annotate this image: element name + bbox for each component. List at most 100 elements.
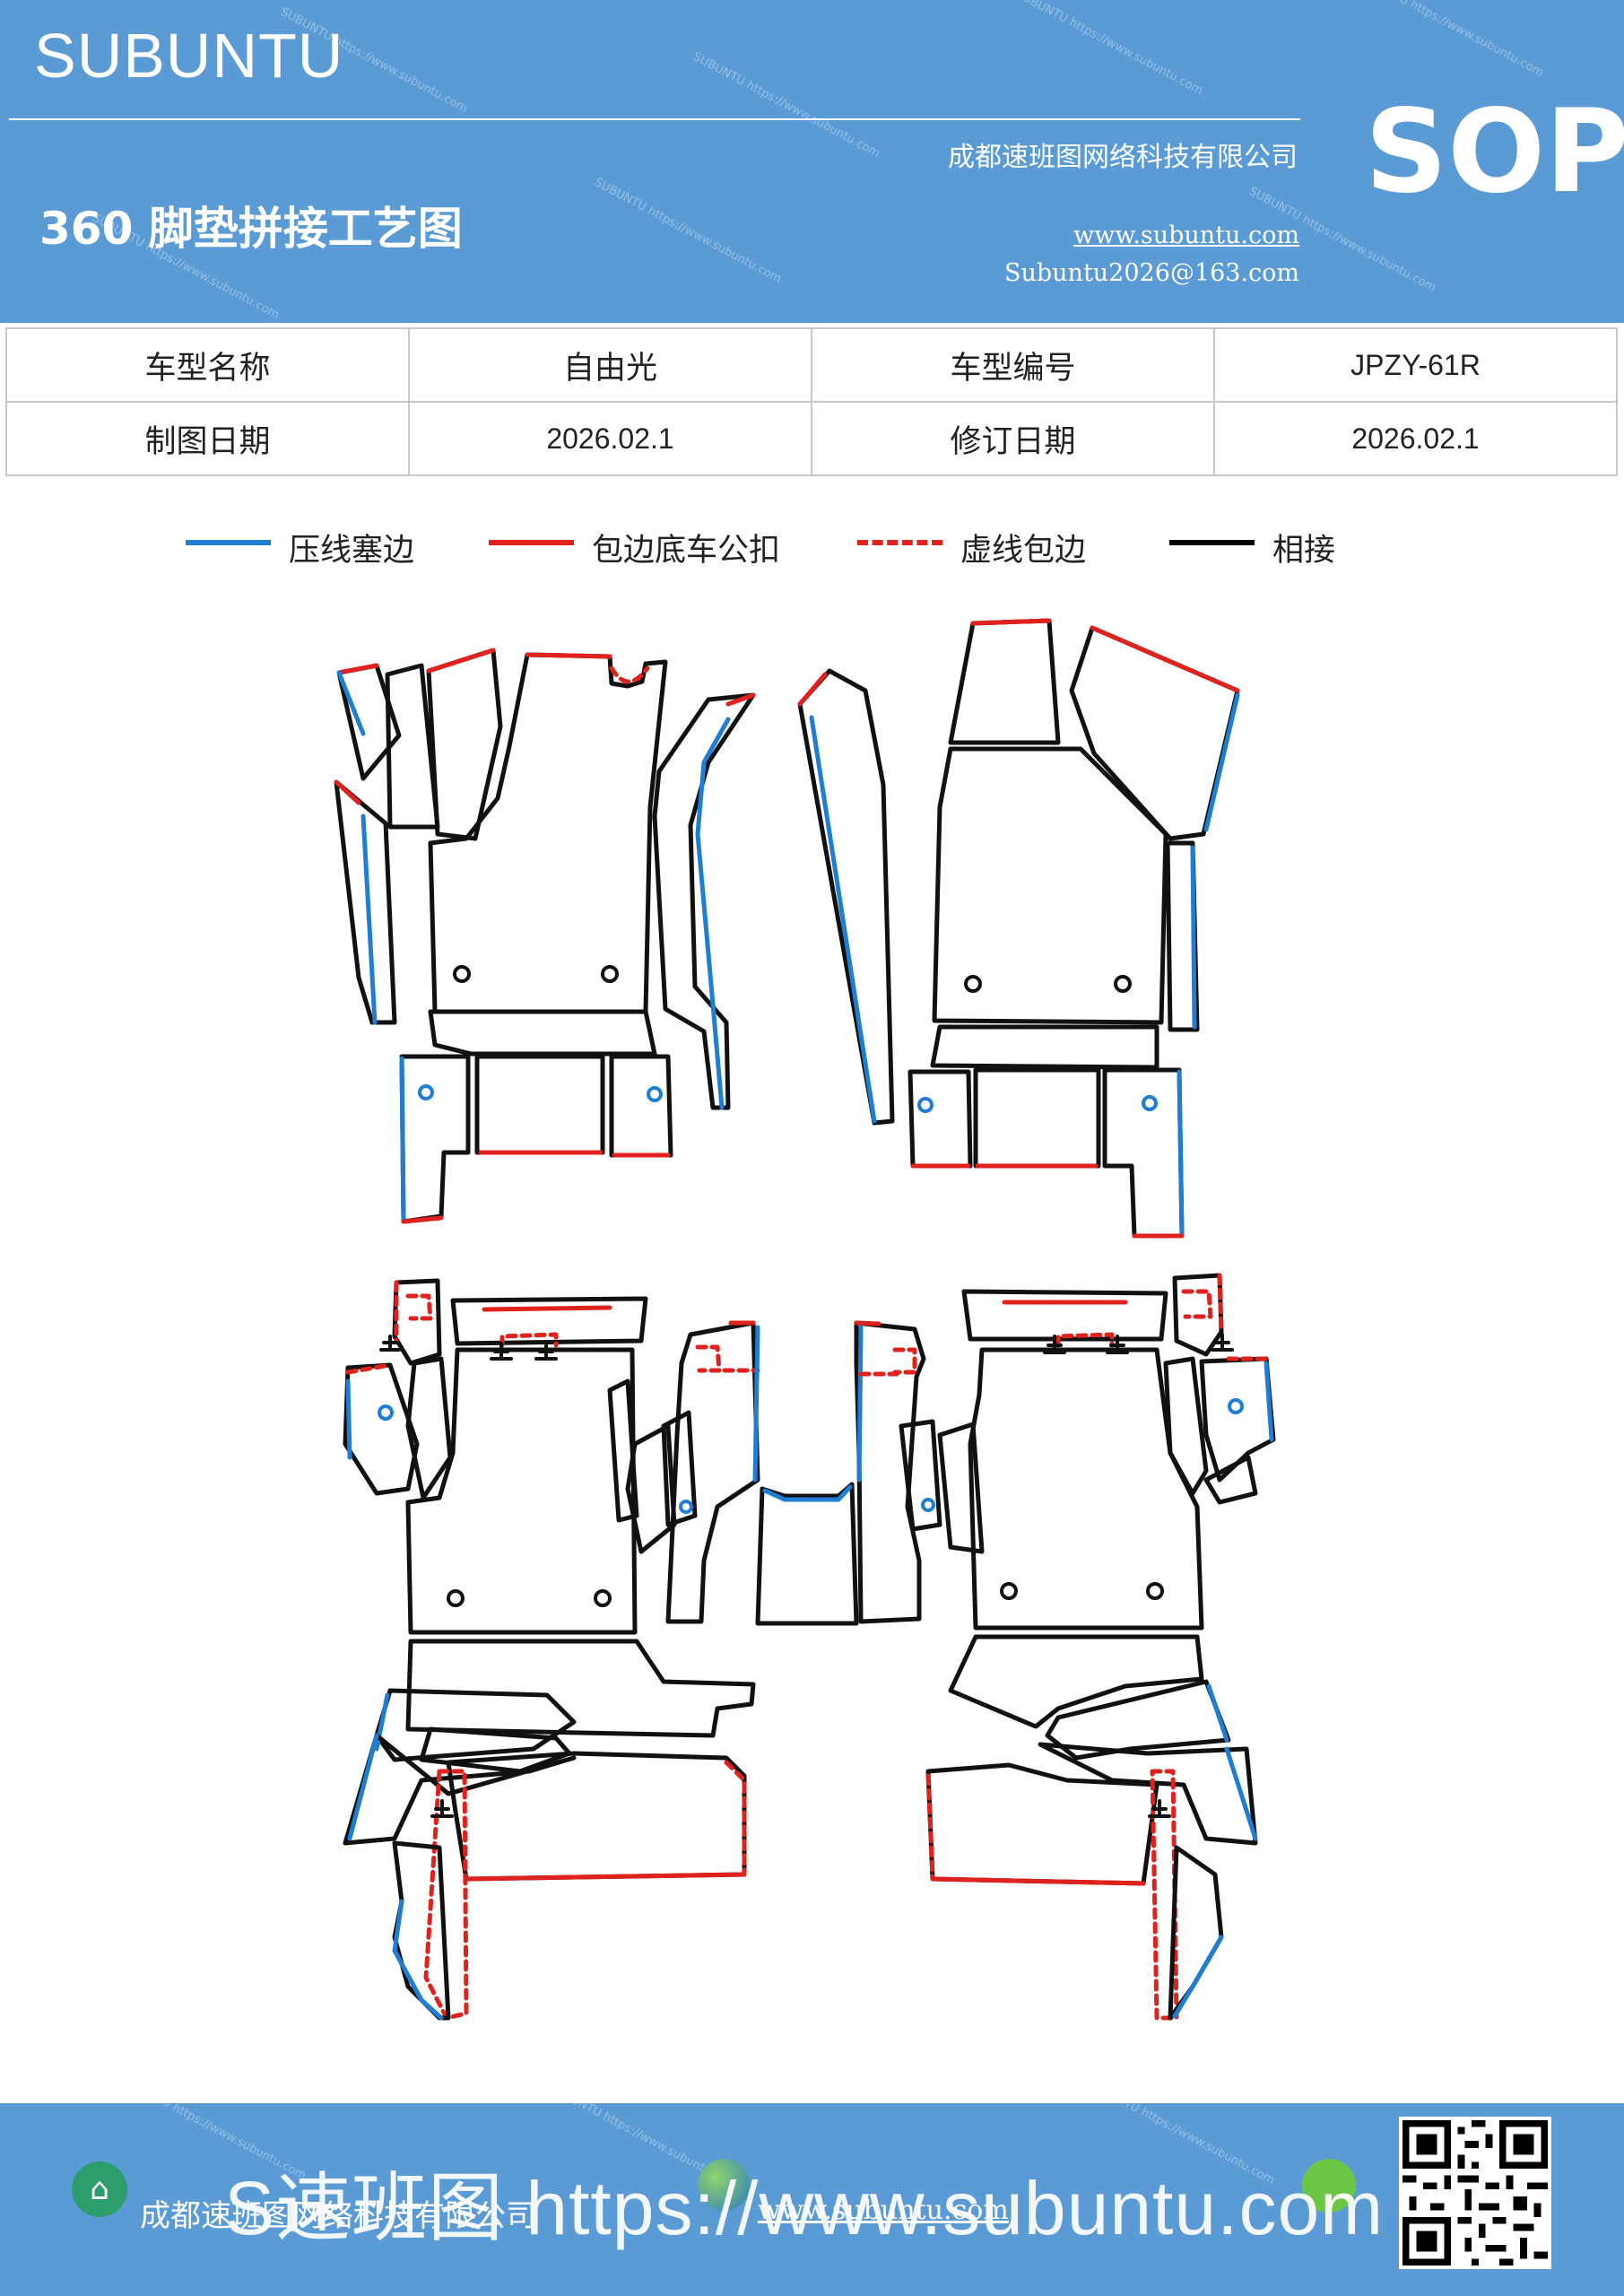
- model-code-value: JPZY-61R: [1213, 327, 1618, 403]
- mat-piece: [973, 1067, 1101, 1169]
- mat-piece: [908, 1069, 973, 1169]
- rear-center-mat-set: [625, 1320, 985, 1626]
- mat-piece: [1038, 1742, 1258, 1846]
- mat-piece: [474, 1054, 605, 1155]
- mat-piece: [755, 1482, 859, 1626]
- legend-label: 包边底车公扣: [592, 533, 781, 569]
- mat-piece: [428, 1009, 657, 1057]
- globe-icon: [698, 2159, 750, 2211]
- mat-piece: [405, 1356, 453, 1500]
- vehicle-info-table: 车型名称 自由光 车型编号 JPZY-61R 制图日期 2026.02.1 修订…: [5, 327, 1618, 476]
- model-code-label: 车型编号: [811, 327, 1215, 403]
- mat-piece: [392, 1840, 451, 2021]
- mat-piece: [925, 1762, 1159, 1886]
- qr-code: [1399, 2117, 1551, 2269]
- mat-piece: [405, 1639, 756, 1738]
- mat-piece: [948, 618, 1061, 745]
- mat-piece: [1102, 1067, 1185, 1239]
- mat-piece: [392, 1278, 442, 1366]
- snap-markers: [379, 1333, 1234, 1818]
- mat-piece: [334, 779, 397, 1025]
- mat-piece: [405, 1347, 638, 1635]
- footer-website-link[interactable]: www.subuntu.com: [758, 2195, 1009, 2226]
- mat-piece: [652, 692, 756, 1110]
- mat-piece: [419, 1726, 572, 1774]
- mat-piece: [1045, 1679, 1231, 1761]
- page-title: 360 脚垫拼接工艺图: [39, 203, 463, 255]
- fixing-hole: [447, 1589, 465, 1607]
- mat-piece: [450, 1296, 648, 1346]
- header-divider: [9, 118, 1300, 120]
- line-legend: 压线塞边 包边底车公扣 虚线包边 相接: [0, 525, 1624, 570]
- fixing-hole: [1000, 1582, 1018, 1600]
- mat-piece: [899, 1419, 942, 1532]
- legend-label: 压线塞边: [289, 533, 415, 569]
- building-icon: ⌂: [72, 2161, 127, 2217]
- mat-piece: [399, 1054, 471, 1224]
- email-address: Subuntu2026@163.com: [1004, 259, 1299, 287]
- model-name-value: 自由光: [408, 327, 812, 403]
- mat-piece: [625, 1423, 677, 1554]
- mat-piece: [1150, 1769, 1179, 2021]
- company-name: 成都速班图网络科技有限公司: [948, 142, 1298, 173]
- header-banner: SUBUNTU https://www.subuntu.com SUBUNTU …: [0, 0, 1624, 323]
- drawing-date-label: 制图日期: [5, 401, 410, 476]
- fixing-hole: [418, 1084, 434, 1100]
- footer-watermark-text: S速班图 https://www.subuntu.com: [224, 2166, 1385, 2250]
- brand-logo: SUBUNTU: [34, 21, 344, 91]
- mat-piece: [1203, 1455, 1258, 1505]
- legend-label: 相接: [1272, 533, 1336, 569]
- mat-piece: [948, 1634, 1204, 1729]
- mat-piece: [609, 1054, 673, 1158]
- mat-piece: [343, 1362, 420, 1496]
- model-name-label: 车型名称: [5, 327, 410, 403]
- mat-piece: [937, 1422, 985, 1554]
- fixing-hole: [679, 1500, 693, 1514]
- legend-swatch: [186, 540, 271, 545]
- fixing-hole: [1142, 1095, 1158, 1111]
- front-right-mat-set: [797, 618, 1240, 1239]
- rear-left-mat-set: [343, 1278, 756, 2021]
- table-row: 制图日期 2026.02.1 修订日期 2026.02.1: [5, 401, 1618, 476]
- sop-badge: SOP: [1365, 85, 1624, 219]
- mat-piece: [1172, 1273, 1224, 1357]
- fixing-hole: [1114, 975, 1132, 993]
- fixing-hole: [453, 965, 471, 983]
- watermark: SUBUNTU https://www.subuntu.com: [592, 175, 784, 287]
- watermark: SUBUNTU https://www.subuntu.com: [1013, 0, 1205, 99]
- mat-piece: [343, 1733, 577, 1846]
- floor-mat-splicing-diagram: [334, 618, 1276, 2021]
- mat-piece: [423, 1769, 469, 2021]
- mat-piece: [1163, 1356, 1209, 1496]
- mat-piece: [607, 1378, 639, 1523]
- legend-swatch: [857, 540, 942, 545]
- wechat-icon: [1302, 2159, 1356, 2213]
- mat-piece: [930, 1024, 1159, 1070]
- legend-swatch: [1169, 540, 1255, 545]
- fixing-hole: [378, 1405, 394, 1421]
- watermark: SUBUNTU https://www.subuntu.com: [690, 49, 882, 161]
- fixing-hole: [1228, 1398, 1244, 1414]
- mat-piece: [961, 1289, 1168, 1342]
- revision-date-value: 2026.02.1: [1213, 401, 1618, 476]
- legend-label: 虚线包边: [960, 533, 1087, 569]
- website-link[interactable]: www.subuntu.com: [1073, 222, 1299, 249]
- fixing-hole: [601, 965, 619, 983]
- drawing-date-value: 2026.02.1: [408, 401, 812, 476]
- fixing-hole: [964, 975, 982, 993]
- fixing-hole: [1146, 1582, 1164, 1600]
- fixing-hole: [917, 1097, 934, 1113]
- front-left-mat-set: [334, 648, 756, 1224]
- table-row: 车型名称 自由光 车型编号 JPZY-61R: [5, 327, 1618, 403]
- watermark: SUBUNTU https://www.subuntu.com: [1354, 0, 1546, 81]
- mat-piece: [968, 1347, 1204, 1631]
- fixing-hole: [594, 1589, 612, 1607]
- revision-date-label: 修订日期: [811, 401, 1215, 476]
- legend-swatch: [489, 540, 574, 545]
- fixing-hole: [647, 1086, 663, 1102]
- footer-company: 成都速班图网络科技有限公司: [140, 2198, 536, 2234]
- fixing-hole: [921, 1498, 935, 1512]
- mat-piece: [1165, 840, 1200, 1032]
- mat-piece: [661, 1410, 698, 1527]
- mat-piece: [932, 746, 1168, 1025]
